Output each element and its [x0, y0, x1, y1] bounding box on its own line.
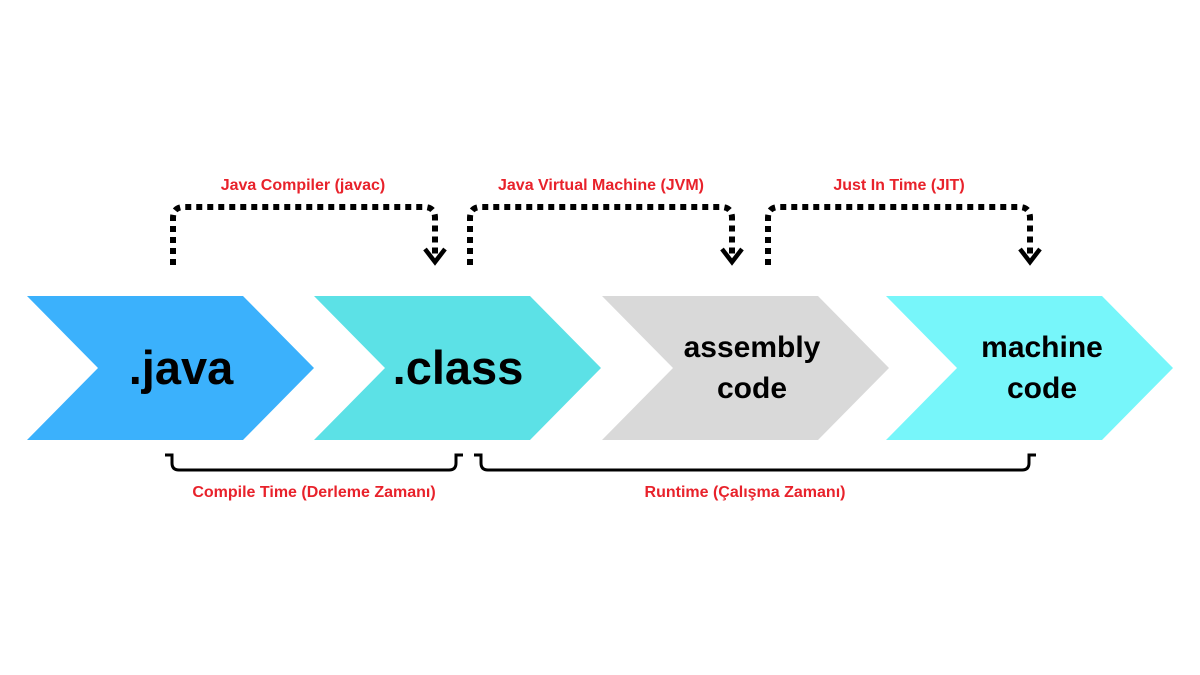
java-stage-label: .java: [129, 341, 234, 394]
assembly-stage-label-line1: assembly: [684, 331, 821, 364]
assembly-stage-chevron: [602, 296, 889, 440]
class-stage-chevron: [314, 296, 601, 440]
machine-stage-label-line2: code: [1007, 372, 1077, 405]
javac-transition-arrow: [170, 204, 447, 266]
compile-time-bracket: [165, 453, 463, 472]
assembly-stage-label-line2: code: [717, 372, 787, 405]
machine-stage-label-line1: machine: [981, 331, 1103, 364]
jvm-transition-arrow: [467, 204, 744, 266]
runtime-label: Runtime (Çalışma Zamanı): [645, 484, 846, 501]
runtime-bracket: [474, 453, 1036, 472]
machine-stage-chevron: [886, 296, 1173, 440]
class-stage-label: .class: [393, 341, 524, 394]
compile-time-label: Compile Time (Derleme Zamanı): [192, 484, 435, 501]
jit-transition-arrow: [765, 204, 1042, 266]
java-stage-chevron: [27, 296, 314, 440]
javac-transition-label: Java Compiler (javac): [221, 177, 386, 194]
jvm-transition-label: Java Virtual Machine (JVM): [498, 177, 704, 194]
jit-transition-label: Just In Time (JIT): [833, 177, 964, 194]
